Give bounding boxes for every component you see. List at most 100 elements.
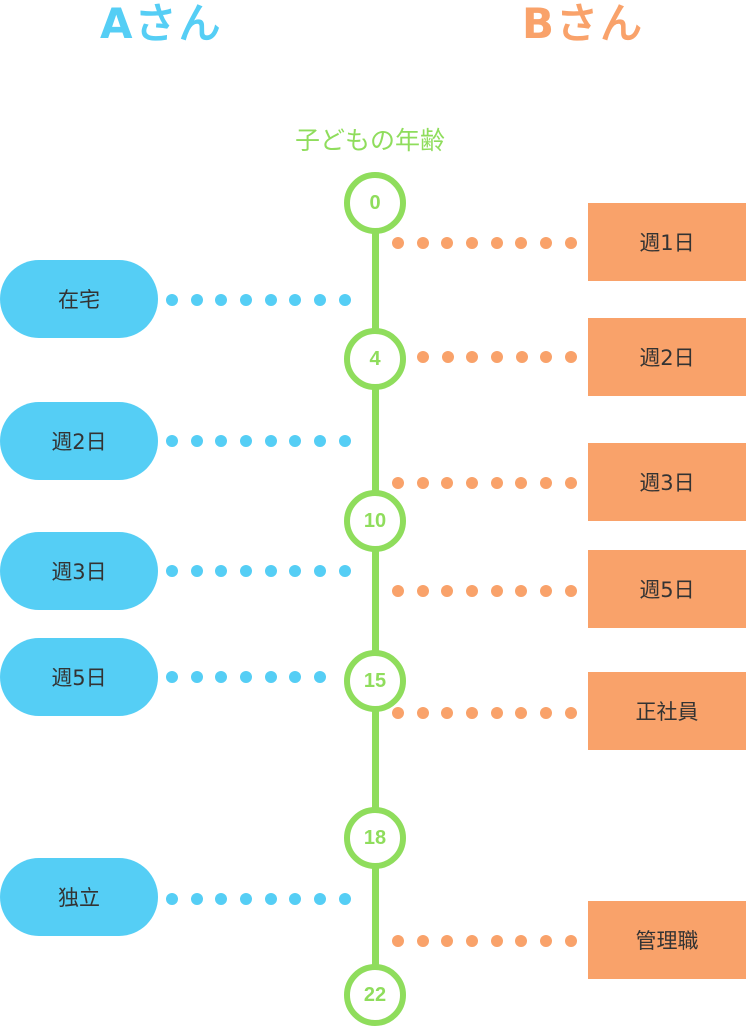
age-node: 15 (344, 650, 406, 712)
connector-dot (540, 585, 553, 597)
a-connector-dots (166, 294, 364, 306)
connector-dot (190, 435, 203, 447)
connector-dot (338, 893, 351, 905)
connector-dot (215, 435, 228, 447)
connector-dot (490, 237, 503, 249)
timeline-line (372, 204, 379, 994)
connector-dot (314, 893, 327, 905)
connector-dot (289, 294, 302, 306)
connector-dot (338, 435, 351, 447)
b-connector-dots (392, 237, 590, 249)
a-event-pill: 週2日 (0, 402, 158, 480)
connector-dot (441, 585, 454, 597)
connector-dot (540, 477, 553, 489)
connector-dot (215, 893, 228, 905)
b-event-box: 週2日 (588, 318, 746, 396)
connector-dot (466, 351, 479, 363)
connector-dot (466, 707, 479, 719)
connector-dot (564, 237, 577, 249)
connector-dot (515, 707, 528, 719)
a-connector-dots (166, 893, 364, 905)
connector-dot (240, 893, 253, 905)
connector-dot (314, 671, 327, 683)
connector-dot (416, 477, 429, 489)
b-connector-dots (392, 707, 590, 719)
connector-dot (289, 565, 302, 577)
connector-dot (466, 935, 479, 947)
connector-dot (466, 237, 479, 249)
connector-dot (289, 893, 302, 905)
connector-dot (490, 585, 503, 597)
connector-dot (565, 351, 578, 363)
connector-dot (540, 707, 553, 719)
connector-dot (564, 935, 577, 947)
a-event-pill: 週5日 (0, 638, 158, 716)
timeline-axis-label: 子どもの年齢 (294, 126, 445, 155)
connector-dot (540, 351, 553, 363)
age-node: 10 (344, 490, 406, 552)
connector-dot (466, 585, 479, 597)
connector-dot (466, 477, 479, 489)
connector-dot (240, 294, 253, 306)
connector-dot (190, 893, 203, 905)
a-connector-dots (166, 565, 364, 577)
connector-dot (264, 565, 277, 577)
connector-dot (416, 585, 429, 597)
connector-dot (289, 671, 302, 683)
b-connector-dots (417, 351, 590, 363)
connector-dot (490, 935, 503, 947)
connector-dot (289, 435, 302, 447)
connector-dot (190, 294, 203, 306)
connector-dot (166, 671, 178, 683)
connector-dot (264, 893, 277, 905)
connector-dot (515, 477, 528, 489)
connector-dot (416, 707, 429, 719)
connector-dot (338, 565, 351, 577)
connector-dot (166, 565, 178, 577)
connector-dot (441, 237, 454, 249)
b-connector-dots (392, 585, 590, 597)
connector-dot (240, 435, 253, 447)
connector-dot (564, 477, 577, 489)
a-connector-dots (166, 435, 364, 447)
a-event-pill: 週3日 (0, 532, 158, 610)
connector-dot (392, 237, 404, 249)
connector-dot (441, 707, 454, 719)
b-event-box: 週5日 (588, 550, 746, 628)
connector-dot (190, 565, 203, 577)
connector-dot (564, 585, 577, 597)
person-a-title: Aさん (100, 0, 223, 48)
connector-dot (215, 671, 228, 683)
connector-dot (264, 294, 277, 306)
connector-dot (540, 237, 553, 249)
a-event-pill: 独立 (0, 858, 158, 936)
connector-dot (564, 707, 577, 719)
b-event-box: 週1日 (588, 203, 746, 281)
connector-dot (490, 707, 503, 719)
connector-dot (166, 435, 178, 447)
connector-dot (416, 237, 429, 249)
connector-dot (490, 477, 503, 489)
connector-dot (540, 935, 553, 947)
b-event-box: 週3日 (588, 443, 746, 521)
a-connector-dots (166, 671, 339, 683)
connector-dot (515, 237, 528, 249)
connector-dot (392, 585, 404, 597)
connector-dot (314, 294, 327, 306)
connector-dot (392, 707, 404, 719)
b-event-box: 管理職 (588, 901, 746, 979)
connector-dot (416, 935, 429, 947)
person-b-title: Bさん (522, 0, 645, 48)
b-event-box: 正社員 (588, 672, 746, 750)
b-connector-dots (392, 477, 590, 489)
connector-dot (166, 294, 178, 306)
age-node: 18 (344, 807, 406, 869)
a-event-pill: 在宅 (0, 260, 158, 338)
connector-dot (264, 671, 277, 683)
connector-dot (215, 565, 228, 577)
connector-dot (417, 351, 429, 363)
b-connector-dots (392, 935, 590, 947)
connector-dot (314, 435, 327, 447)
connector-dot (314, 565, 327, 577)
connector-dot (240, 565, 253, 577)
